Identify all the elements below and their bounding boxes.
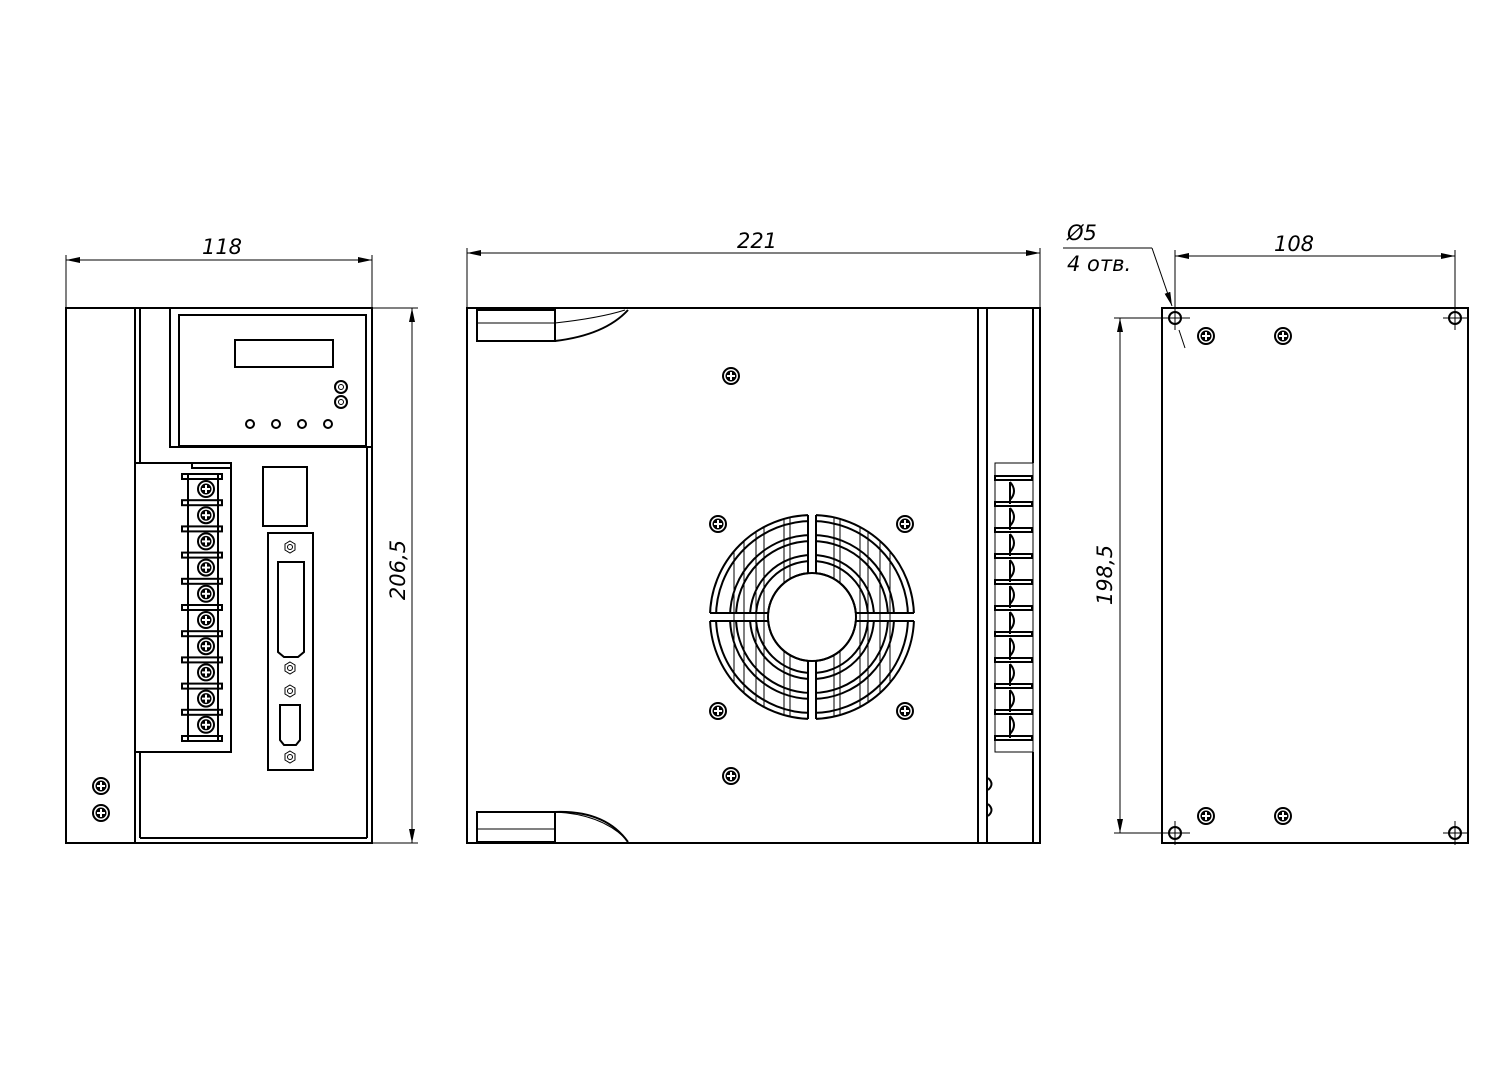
hole-spacing-width: 108 (1274, 232, 1314, 256)
mounting-hole-icon (1443, 821, 1467, 845)
terminal-screw-icon (1009, 689, 1015, 709)
button-led-icon (245, 419, 255, 429)
connector-port (262, 466, 308, 527)
screw-icon (197, 584, 215, 603)
screw-icon (1274, 807, 1292, 825)
screw-icon (1274, 327, 1292, 345)
connector-panel (267, 532, 314, 771)
screw-icon (197, 715, 215, 734)
screw-icon (722, 767, 740, 785)
button-led-icon (297, 419, 307, 429)
side-view: 221 (466, 229, 1041, 844)
screw-icon (197, 558, 215, 577)
hex-nut-icon (284, 684, 296, 698)
terminal-screw-icon (1009, 611, 1015, 631)
handle-bottom (476, 810, 629, 843)
terminal-screw-icon (1009, 559, 1015, 579)
terminal-screw-icon (1009, 481, 1015, 501)
terminal-block (136, 462, 232, 753)
fan-grille (706, 511, 918, 723)
screw-icon (197, 480, 215, 498)
db-connector-small (279, 704, 301, 746)
hole-diameter-label: Ø5 (1066, 221, 1097, 245)
terminal-screw-icon (1009, 533, 1015, 553)
front-view: 118 206,5 (65, 235, 418, 844)
screw-icon (92, 804, 110, 822)
screw-icon (197, 532, 215, 551)
terminal-screw-icon (1009, 663, 1015, 683)
knob-icon (334, 395, 348, 409)
screw-icon (709, 702, 727, 720)
terminal-screw-icon (1009, 585, 1015, 605)
db-connector-large (277, 561, 305, 658)
display-panel (169, 307, 373, 448)
hex-nut-icon (284, 661, 296, 675)
screw-icon (197, 663, 215, 682)
terminal-screw-icon (1009, 715, 1015, 735)
width-dimension: 118 (202, 235, 242, 259)
terminal-screw-icon (1009, 637, 1015, 657)
screw-icon (722, 367, 740, 385)
lcd-display (234, 339, 334, 368)
screw-icon (1197, 807, 1215, 825)
screw-icon (709, 515, 727, 533)
depth-dimension: 221 (737, 229, 777, 253)
screw-icon (896, 702, 914, 720)
screw-icon (197, 689, 215, 708)
hex-nut-icon (284, 750, 296, 764)
screw-icon (1197, 327, 1215, 345)
height-dimension: 206,5 (386, 540, 410, 600)
screw-icon (197, 611, 215, 629)
mount-view: 108 198,5 Ø5 4 отв. (1063, 221, 1469, 845)
hole-count-label: 4 отв. (1067, 252, 1131, 276)
hole-spacing-height: 198,5 (1093, 545, 1117, 605)
screw-icon (92, 777, 110, 795)
screw-icon (197, 506, 215, 525)
screw-icon (896, 515, 914, 533)
button-led-icon (323, 419, 333, 429)
screw-icon (197, 637, 215, 656)
side-housing (466, 307, 1041, 844)
knob-icon (334, 380, 348, 394)
mount-plate (1161, 307, 1469, 844)
button-led-icon (271, 419, 281, 429)
hex-nut-icon (284, 540, 296, 554)
terminal-screw-icon (1009, 507, 1015, 527)
handle-top (476, 309, 629, 342)
